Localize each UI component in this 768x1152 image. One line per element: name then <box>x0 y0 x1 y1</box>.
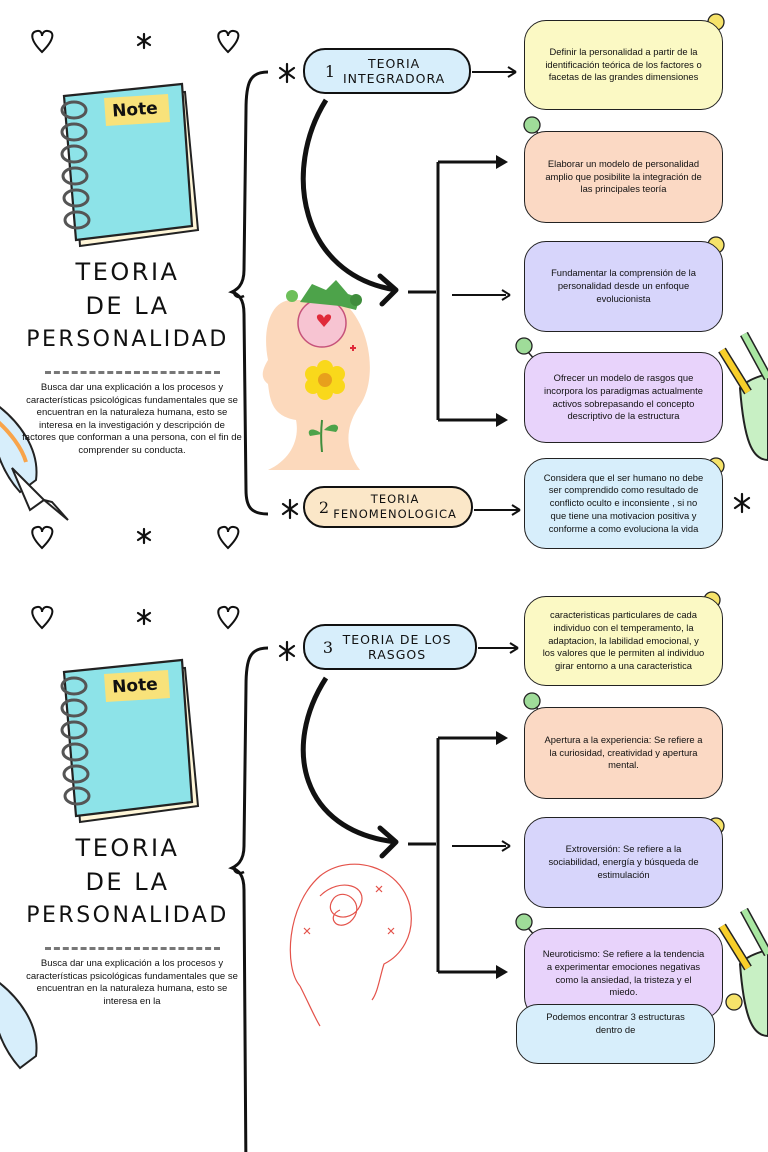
card-1: Definir la personalidad a partir de la i… <box>524 20 723 110</box>
heart-icon <box>31 29 240 550</box>
page-1: Note TEORIA DE LA PERSONALIDAD Busca dar… <box>0 13 768 550</box>
notebook-illustration <box>60 658 200 824</box>
asterisk-icon <box>136 608 296 662</box>
description-text: Busca dar una explicación a los procesos… <box>22 382 242 456</box>
branch-number: 2 <box>318 497 330 517</box>
page-title-line-1: TEORIA <box>75 258 180 286</box>
card-4: Neuroticismo: Se refiere a la tendencia … <box>524 928 723 1019</box>
heart-icon <box>31 605 240 630</box>
branch-integradora: 1 TEORIA INTEGRADORA <box>303 48 471 94</box>
page-title-line-3: PERSONALIDAD <box>26 903 229 928</box>
notebook-illustration <box>60 82 200 248</box>
branch-number: 3 <box>322 637 334 657</box>
note-label: Note <box>111 98 159 122</box>
branch-label: TEORIA INTEGRADORA <box>343 56 446 86</box>
scribble-head-illustration <box>289 863 412 1027</box>
pencil-cup-illustration <box>718 331 768 462</box>
head-illustration <box>262 280 370 470</box>
pencil-cup-illustration <box>718 907 768 1038</box>
curly-bracket <box>228 70 269 516</box>
page-title-line-3: PERSONALIDAD <box>26 327 229 352</box>
page-2-decorations <box>0 591 768 1152</box>
card-4: Ofrecer un modelo de rasgos que incorpor… <box>524 352 723 443</box>
divider <box>45 371 220 374</box>
branch-fenomenologica: 2 TEORIA FENOMENOLOGICA <box>303 486 473 528</box>
page-2: Note TEORIA DE LA PERSONALIDAD Busca dar… <box>0 576 768 1152</box>
card-5: Podemos encontrar 3 estructuras dentro d… <box>516 1004 715 1064</box>
curly-bracket <box>228 646 269 1152</box>
page-title-line-2: DE LA <box>85 868 170 896</box>
card-3: Fundamentar la comprensión de la persona… <box>524 241 723 332</box>
branch-label: TEORIA DE LOS RASGOS <box>342 632 452 662</box>
branch-label: TEORIA FENOMENOLOGICA <box>333 492 457 521</box>
pen-illustration <box>0 406 69 521</box>
card-5: Considera que el ser humano no debe ser … <box>524 458 723 549</box>
card-1: caracteristicas particulares de cada ind… <box>524 596 723 686</box>
branch-number: 1 <box>324 61 336 81</box>
card-2: Elaborar un modelo de personalidad ampli… <box>524 131 723 223</box>
asterisk-icon <box>136 32 751 545</box>
page-title-line-1: TEORIA <box>75 834 180 862</box>
page-1-decorations <box>0 13 768 550</box>
page-title-line-2: DE LA <box>85 292 170 320</box>
description-text: Busca dar una explicación a los procesos… <box>26 958 238 1007</box>
card-3: Extroversión: Se refiere a la sociabilid… <box>524 817 723 908</box>
divider <box>45 947 220 950</box>
card-2: Apertura a la experiencia: Se refiere a … <box>524 707 723 799</box>
branch-rasgos: 3 TEORIA DE LOS RASGOS <box>303 624 477 670</box>
note-label: Note <box>111 674 159 698</box>
